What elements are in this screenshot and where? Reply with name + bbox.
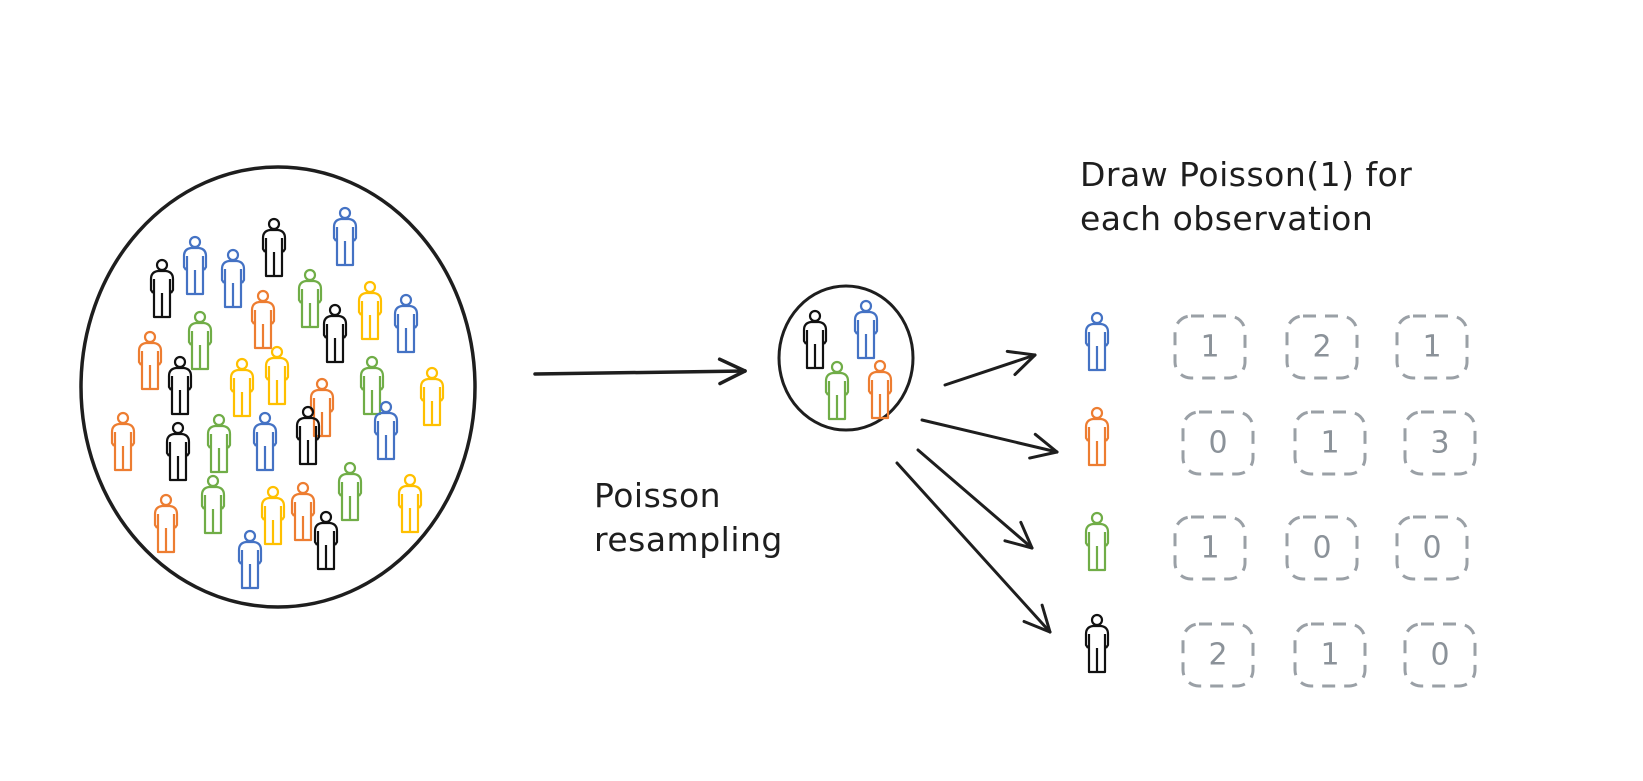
population-person-icon [187, 310, 213, 371]
population-person-icon [252, 411, 278, 472]
population-person-icon [137, 330, 163, 391]
count-box: 1 [1173, 515, 1247, 581]
population-person-icon [153, 493, 179, 554]
count-value: 0 [1312, 531, 1331, 566]
arrow-row-3 [916, 448, 1034, 550]
population-person-icon [373, 400, 399, 461]
population-person-icon [182, 235, 208, 296]
count-box: 0 [1181, 410, 1255, 476]
resampling-label: Poisson resampling [594, 474, 783, 562]
sample-person-icon [824, 360, 850, 421]
population-person-icon [393, 293, 419, 354]
count-value: 1 [1200, 330, 1219, 365]
count-box: 0 [1395, 515, 1469, 581]
count-value: 0 [1422, 531, 1441, 566]
population-person-icon [149, 258, 175, 319]
observation-person-icon [1084, 406, 1110, 467]
observation-row: 1 2 1 [1173, 314, 1469, 380]
population-person-icon [309, 377, 335, 438]
count-box: 3 [1403, 410, 1477, 476]
count-value: 1 [1422, 330, 1441, 365]
arrow-row-2 [920, 418, 1059, 460]
observation-person-icon [1084, 311, 1110, 372]
observation-row: 1 0 0 [1173, 515, 1469, 581]
population-person-icon [337, 461, 363, 522]
resample-line-1: Poisson [594, 476, 722, 515]
sample-circle [777, 284, 915, 432]
count-value: 0 [1430, 638, 1449, 673]
title-line-2: each observation [1080, 199, 1374, 238]
observation-row: 2 1 0 [1181, 622, 1477, 688]
count-value: 2 [1312, 330, 1331, 365]
arrow-row-1 [943, 349, 1037, 387]
population-person-icon [332, 206, 358, 267]
arrow-row-4 [895, 461, 1052, 634]
count-box: 2 [1285, 314, 1359, 380]
poisson-title: Draw Poisson(1) for each observation [1080, 153, 1412, 241]
sample-person-icon [802, 309, 828, 370]
population-person-icon [264, 345, 290, 406]
count-value: 2 [1208, 638, 1227, 673]
population-person-icon [260, 485, 286, 546]
title-line-1: Draw Poisson(1) for [1080, 155, 1413, 194]
count-box: 2 [1181, 622, 1255, 688]
count-value: 1 [1320, 426, 1339, 461]
population-person-icon [322, 303, 348, 364]
population-person-icon [359, 355, 385, 416]
count-box: 0 [1285, 515, 1359, 581]
count-box: 0 [1403, 622, 1477, 688]
count-value: 1 [1200, 531, 1219, 566]
count-box: 1 [1395, 314, 1469, 380]
observation-person-icon [1084, 613, 1110, 674]
sample-person-icon [853, 299, 879, 360]
population-person-icon [200, 474, 226, 535]
population-person-icon [419, 366, 445, 427]
count-box: 1 [1173, 314, 1247, 380]
population-person-icon [229, 357, 255, 418]
observation-row: 0 1 3 [1181, 410, 1477, 476]
resample-line-2: resampling [594, 520, 783, 559]
population-person-icon [313, 510, 339, 571]
count-box: 1 [1293, 622, 1367, 688]
count-value: 1 [1320, 638, 1339, 673]
population-person-icon [397, 473, 423, 534]
population-person-icon [261, 217, 287, 278]
sample-person-icon [867, 359, 893, 420]
population-person-icon [206, 413, 232, 474]
population-person-icon [167, 355, 193, 416]
count-value: 3 [1430, 426, 1449, 461]
count-box: 1 [1293, 410, 1367, 476]
population-person-icon [165, 421, 191, 482]
population-person-icon [250, 289, 276, 350]
observation-person-icon [1084, 511, 1110, 572]
population-circle [79, 165, 477, 609]
population-person-icon [295, 405, 321, 466]
population-person-icon [357, 280, 383, 341]
population-person-icon [290, 481, 316, 542]
resample-arrow [533, 357, 747, 386]
population-person-icon [237, 529, 263, 590]
population-person-icon [297, 268, 323, 329]
population-person-icon [220, 248, 246, 309]
population-person-icon [110, 411, 136, 472]
count-value: 0 [1208, 426, 1227, 461]
